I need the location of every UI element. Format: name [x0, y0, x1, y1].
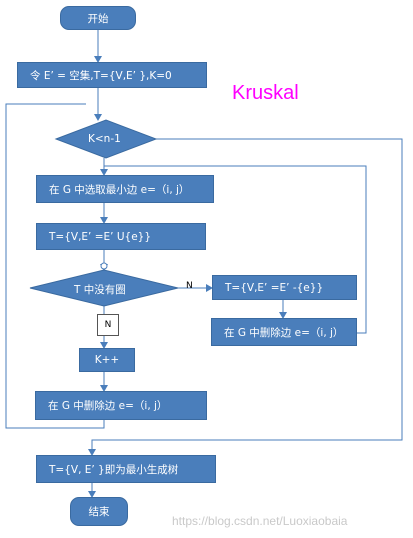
start-node: 开始 — [60, 6, 136, 30]
edge-label-n-down: N — [97, 314, 119, 336]
delete-edge-left-node: 在 G 中删除边 e=（i, j） — [35, 391, 207, 420]
update-t-node: T={V,E’ =E’ U{e}} — [36, 223, 206, 250]
cond-k-label: K<n-1 — [88, 133, 121, 145]
end-node: 结束 — [70, 497, 128, 526]
watermark: https://blog.csdn.net/Luoxiaobaia — [172, 514, 348, 528]
result-node: T={V, E’ }即为最小生成树 — [36, 455, 216, 483]
k-increment-node: K++ — [79, 348, 135, 372]
diagram-title: Kruskal — [232, 82, 299, 104]
init-node: 令 E’ = 空集,T={V,E’ },K=0 — [17, 62, 207, 88]
select-edge-node: 在 G 中选取最小边 e=（i, j） — [36, 175, 214, 203]
remove-t-node: T={V,E’ =E’ -{e}} — [212, 275, 357, 300]
edge-label-n-right: N — [186, 281, 193, 291]
cond-cycle-label: T 中没有圈 — [74, 284, 126, 296]
delete-edge-right-node: 在 G 中删除边 e=（i, j） — [211, 318, 357, 346]
